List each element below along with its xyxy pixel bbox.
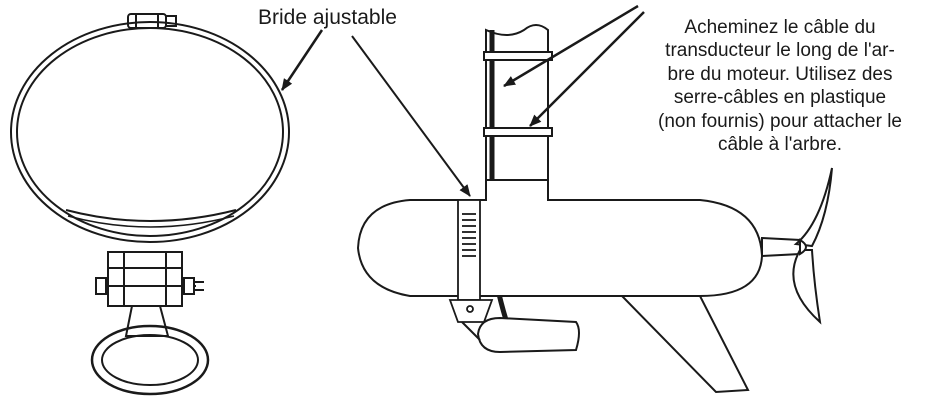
clamp-assembly [10,13,290,396]
transducer [476,316,580,354]
motor-clamp-band [448,199,494,323]
clamp-label: Bride ajustable [258,6,397,29]
instruction-line: transducteur le long de l'ar- [665,40,895,62]
propeller-blade-bottom [792,249,822,325]
instruction-line: Acheminez le câble du [684,17,876,38]
propeller-cap [799,238,807,256]
clamp-label-arrow-right [351,35,471,197]
motor-housing [356,179,764,297]
cable-tie-top [483,51,553,61]
instruction-arrow-bottom [529,11,645,127]
instruction-line: (non fournis) pour attacher le [658,110,902,132]
mount-ring-outer [90,324,210,396]
instruction-line: serre-câbles en plastique [673,87,887,109]
clamp-bracket [107,251,183,307]
clamp-neck [124,305,170,337]
clamp-label-arrow-left [280,29,324,91]
propeller-blade-top [793,167,833,248]
instruction-arrow-top [503,4,639,88]
instruction-line: câble à l'arbre. [717,134,843,156]
clamp-band-outer [10,21,290,243]
propeller-hub [761,236,801,258]
motor-skeg [619,295,750,394]
cable-tie-bottom [483,127,553,137]
clamp-saddle [65,209,237,222]
clamp-screw-head [165,15,177,27]
clamp-band-inner [16,27,284,237]
cable-routing-instructions: Acheminez le câble du transducteur le lo… [630,16,926,156]
mount-ring-inner [101,334,199,386]
clamp-buckle [127,13,167,29]
instruction-line: bre du moteur. Utilisez des [667,63,893,85]
